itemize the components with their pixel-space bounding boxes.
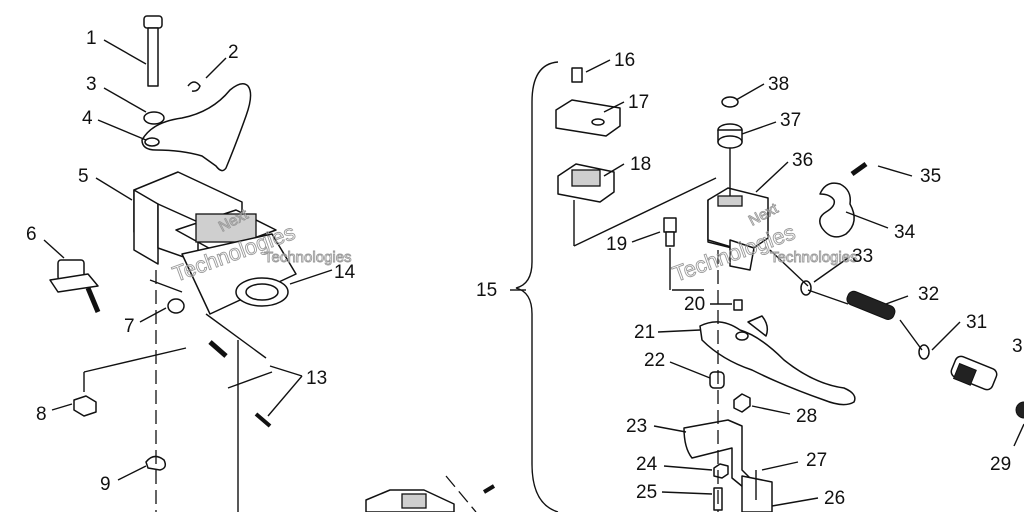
part-1-pin [143, 15, 163, 87]
callout-33: 33 [852, 246, 873, 267]
callout-1: 1 [86, 28, 97, 49]
left-assembly [49, 15, 297, 512]
callout-9: 9 [100, 474, 111, 495]
part-37-cap [717, 123, 743, 149]
callout-35: 35 [920, 166, 941, 187]
part-22-bushing [709, 371, 725, 389]
callout-7: 7 [124, 316, 135, 337]
part-5-housing [133, 171, 297, 315]
callout-32: 32 [918, 284, 939, 305]
leaders-right [510, 59, 961, 507]
callout-5: 5 [78, 166, 89, 187]
watermark-left-3: Technologies [264, 249, 352, 266]
callout-18: 18 [630, 154, 651, 175]
callout-38: 38 [768, 74, 789, 95]
part-34-clamp [819, 182, 855, 238]
callout-30: 3 [1012, 336, 1023, 357]
callout-31: 31 [966, 312, 987, 333]
callout-29: 29 [990, 454, 1011, 475]
callout-6: 6 [26, 224, 37, 245]
callout-23: 23 [626, 416, 647, 437]
part-13-screws [208, 340, 272, 428]
part-7-spacer [167, 298, 185, 314]
part-8-nut [73, 395, 97, 417]
callout-17: 17 [628, 92, 649, 113]
right-assembly [515, 61, 1024, 512]
part-6-knob [49, 259, 101, 313]
part-26-switch [741, 475, 773, 512]
part-35-screw [850, 161, 868, 177]
bracket-brace-15 [515, 61, 559, 512]
callout-25: 25 [636, 482, 657, 503]
callout-4: 4 [82, 108, 93, 129]
callout-labels: 1 2 3 4 5 6 7 8 9 13 14 15 16 17 18 19 2… [26, 28, 1023, 509]
callout-16: 16 [614, 50, 635, 71]
callout-26: 26 [824, 488, 845, 509]
part-33-washer [800, 280, 812, 296]
watermark-right-3: Technologies [770, 249, 858, 266]
callout-13: 13 [306, 368, 327, 389]
callout-27: 27 [806, 450, 827, 471]
callout-19: 19 [606, 234, 627, 255]
callout-28: 28 [796, 406, 817, 427]
callout-37: 37 [780, 110, 801, 131]
callout-36: 36 [792, 150, 813, 171]
callout-3: 3 [86, 74, 97, 95]
callout-22: 22 [644, 350, 665, 371]
part-24-nut [713, 463, 729, 479]
callout-24: 24 [636, 454, 658, 475]
part-17-cover [555, 99, 621, 137]
leaders-left [43, 39, 333, 481]
part-19-bolt [663, 217, 677, 247]
callout-8: 8 [36, 404, 47, 425]
part-28-nut [733, 393, 751, 413]
bottom-partial-parts [365, 475, 496, 512]
part-18-diaphragm [557, 163, 615, 203]
callout-2: 2 [228, 42, 239, 63]
part-38-washer [721, 96, 739, 108]
part-4-bracket [141, 83, 252, 172]
part-32-spring [846, 290, 896, 320]
part-29-seal [1015, 401, 1024, 419]
part-2-clip [187, 81, 201, 92]
part-36-master-cylinder [707, 187, 769, 271]
callout-15: 15 [476, 280, 497, 301]
callout-34: 34 [894, 222, 916, 243]
part-30-piston [950, 355, 998, 391]
part-20-pin [733, 299, 743, 311]
callout-14: 14 [334, 262, 356, 283]
callout-20: 20 [684, 294, 705, 315]
part-3-washer [143, 111, 165, 125]
part-21-lever [699, 321, 856, 406]
callout-21: 21 [634, 322, 655, 343]
part-16-screw [571, 67, 583, 83]
